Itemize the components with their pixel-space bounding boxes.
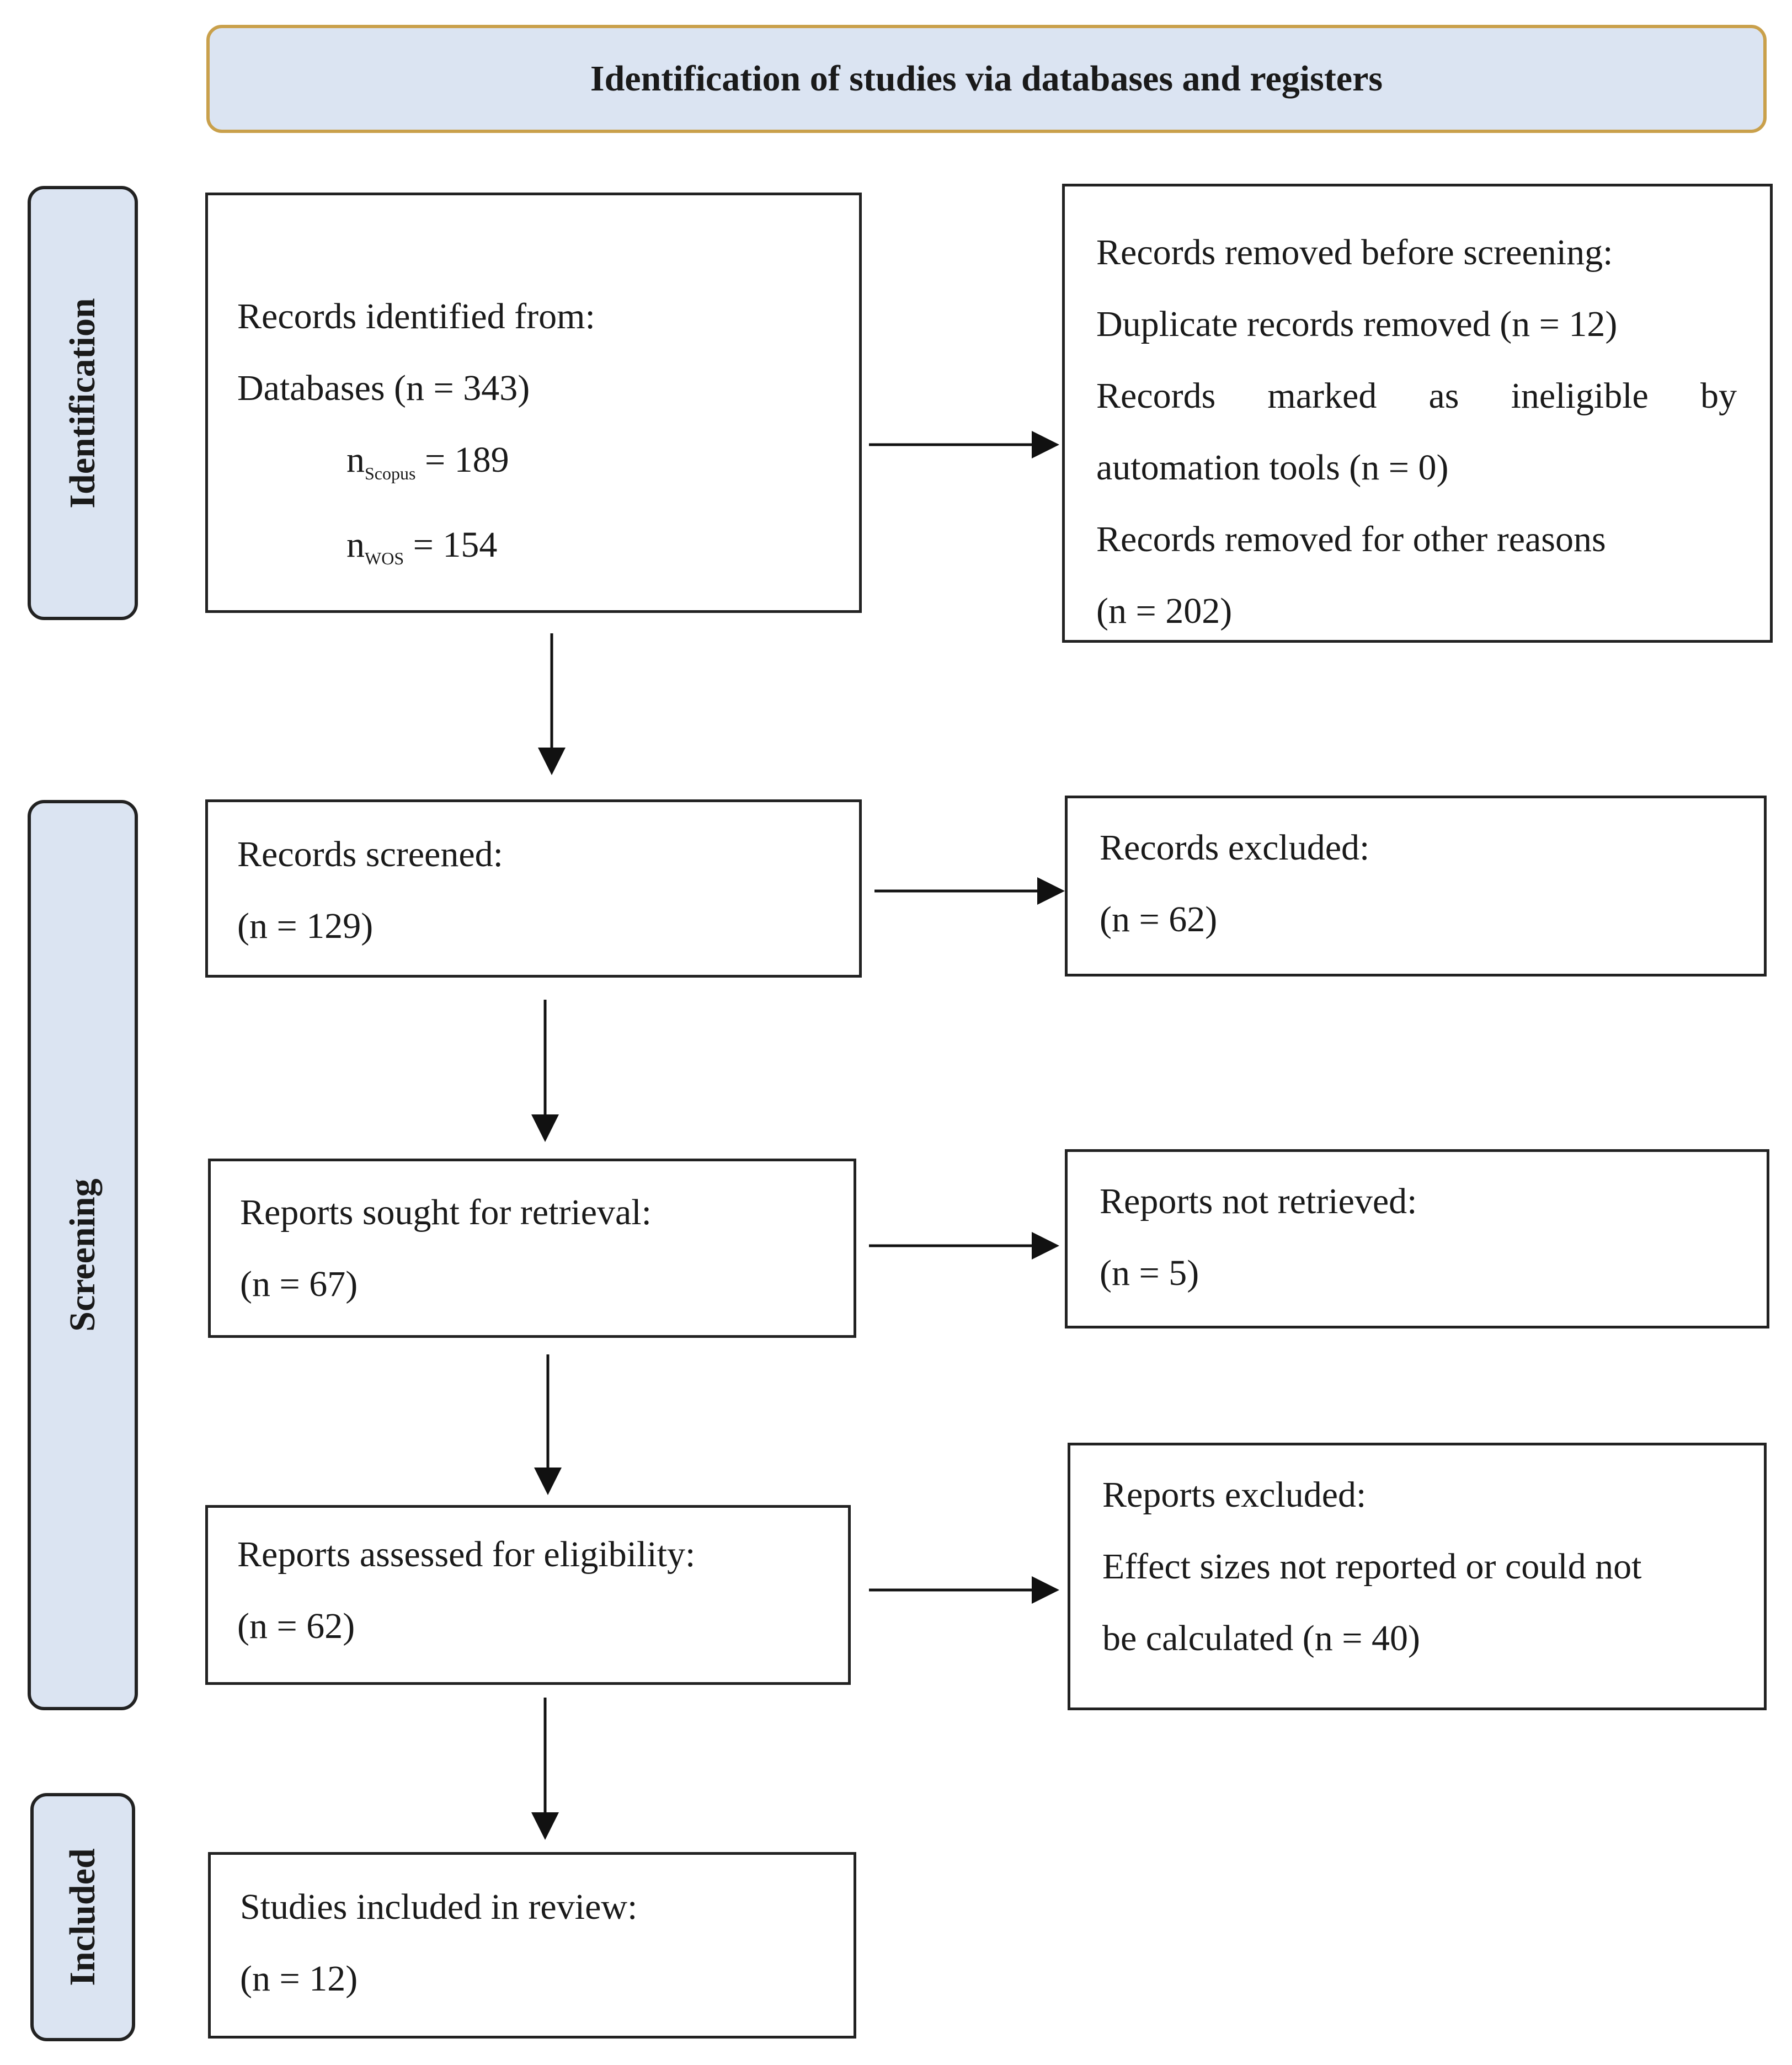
reports-not-retrieved-title: Reports not retrieved: — [1100, 1181, 1417, 1221]
reports-assessed-box: Reports assessed for eligibility: (n = 6… — [205, 1505, 851, 1685]
reports-excluded-box: Reports excluded: Effect sizes not repor… — [1068, 1443, 1767, 1710]
studies-included-count: (n = 12) — [240, 1959, 358, 1999]
records-identified-content: Records identified from: Databases (n = … — [205, 193, 862, 613]
ineligible-line-2: automation tools (n = 0) — [1096, 447, 1449, 488]
records-excluded-title: Records excluded: — [1100, 828, 1370, 868]
other-reasons-line-1: Records removed for other reasons — [1096, 519, 1606, 559]
records-excluded-count: (n = 62) — [1100, 899, 1218, 940]
records-screened-title: Records screened: — [237, 834, 503, 874]
studies-included-title: Studies included in review: — [240, 1887, 638, 1927]
reports-not-retrieved-box: Reports not retrieved: (n = 5) — [1065, 1149, 1769, 1328]
ineligible-line-1: Records marked as ineligible by — [1096, 376, 1737, 416]
reports-sought-box: Reports sought for retrieval: (n = 67) — [208, 1159, 856, 1338]
reports-sought-title: Reports sought for retrieval: — [240, 1192, 652, 1232]
databases-count: Databases (n = 343) — [237, 368, 530, 408]
records-identified-title: Records identified from: — [237, 296, 595, 337]
header-banner: Identification of studies via databases … — [206, 25, 1767, 133]
records-identified-box — [205, 193, 862, 613]
records-screened-box: Records screened: (n = 129) — [205, 799, 862, 978]
records-removed-title: Records removed before screening: — [1096, 232, 1613, 273]
wos-count: nWOS = 154 — [346, 525, 498, 569]
stage-screening: Screening — [28, 800, 138, 1710]
reports-assessed-count: (n = 62) — [237, 1606, 355, 1646]
scopus-count: nScopus = 189 — [346, 440, 509, 484]
reports-not-retrieved-count: (n = 5) — [1100, 1253, 1199, 1293]
reports-excluded-reason-2: be calculated (n = 40) — [1102, 1618, 1420, 1658]
stage-included: Included — [30, 1793, 135, 2041]
duplicates-removed: Duplicate records removed (n = 12) — [1096, 304, 1618, 344]
reports-excluded-title: Reports excluded: — [1102, 1475, 1367, 1515]
stage-identification: Identification — [28, 186, 138, 620]
studies-included-box: Studies included in review: (n = 12) — [208, 1852, 856, 2039]
reports-sought-count: (n = 67) — [240, 1264, 358, 1304]
reports-excluded-reason-1: Effect sizes not reported or could not — [1102, 1546, 1642, 1587]
records-removed-box: Records removed before screening: Duplic… — [1062, 184, 1773, 643]
records-excluded-box: Records excluded: (n = 62) — [1065, 796, 1767, 977]
header-title: Identification of studies via databases … — [590, 58, 1383, 99]
reports-assessed-title: Reports assessed for eligibility: — [237, 1534, 696, 1575]
records-screened-count: (n = 129) — [237, 906, 374, 946]
other-reasons-line-2: (n = 202) — [1096, 591, 1233, 631]
